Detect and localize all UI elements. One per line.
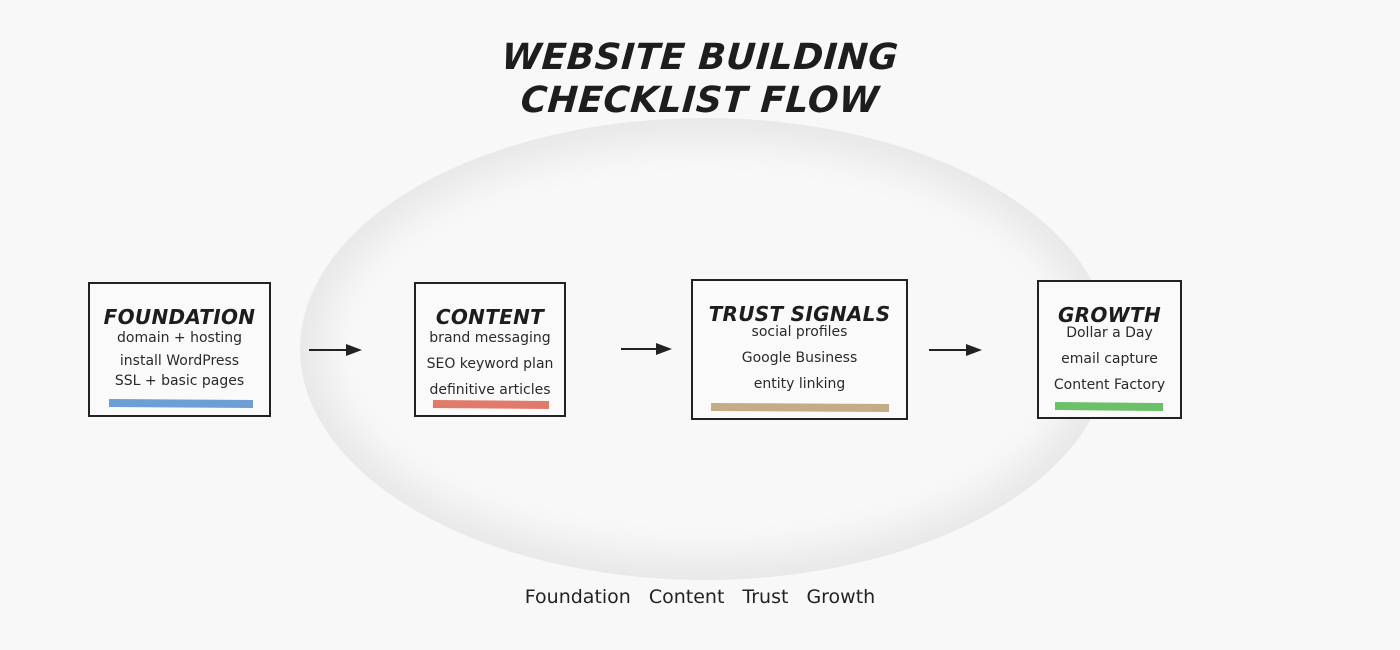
stage-item: SSL + basic pages [114,373,245,389]
stage-title: Foundation [103,305,256,329]
stage-item: install WordPress [119,353,240,369]
stage-item: social profiles [751,324,848,340]
stage-item: domain + hosting [117,330,242,346]
card-border [88,282,271,417]
legend-item-trust: Trust [742,586,789,608]
legend-item-content: Content [648,586,725,608]
stage-item: brand messaging [429,330,551,346]
diagram-title: Website Building Checklist Flow [400,36,1000,122]
flow-arrow-2 [621,343,672,355]
stage-item: entity linking [753,376,846,392]
stage-underline [432,400,550,409]
stage-item: Content Factory [1053,377,1166,393]
stage-title: Content [435,305,545,329]
stage-title: Trust Signals [708,302,891,326]
stage-underline [108,399,254,408]
flow-arrow-1 [309,344,362,356]
stage-card-growth: Growth Dollar a Day email capture Conten… [1037,280,1182,419]
stage-card-foundation: Foundation domain + hosting install Word… [88,282,271,417]
title-line-2: Checklist Flow [519,80,881,121]
stage-item: SEO keyword plan [426,356,554,372]
stage-underline [1054,402,1164,411]
legend-item-growth: Growth [806,586,876,608]
stage-underline [710,403,890,412]
stage-title: Growth [1057,303,1162,327]
stage-card-content: Content brand messaging SEO keyword plan… [414,282,566,417]
card-border [1037,280,1182,419]
title-line-1: Website Building [500,37,900,78]
flow-arrow-3 [929,344,982,356]
legend-item-foundation: Foundation [524,586,631,608]
legend: Foundation Content Trust Growth [500,586,900,608]
card-border [414,282,566,417]
card-border [691,279,908,420]
stage-item: definitive articles [429,382,551,398]
stage-item: Dollar a Day [1066,325,1153,341]
stage-item: email capture [1061,351,1158,367]
stage-item: Google Business [741,350,858,366]
stage-card-trust-signals: Trust Signals social profiles Google Bus… [691,279,908,420]
